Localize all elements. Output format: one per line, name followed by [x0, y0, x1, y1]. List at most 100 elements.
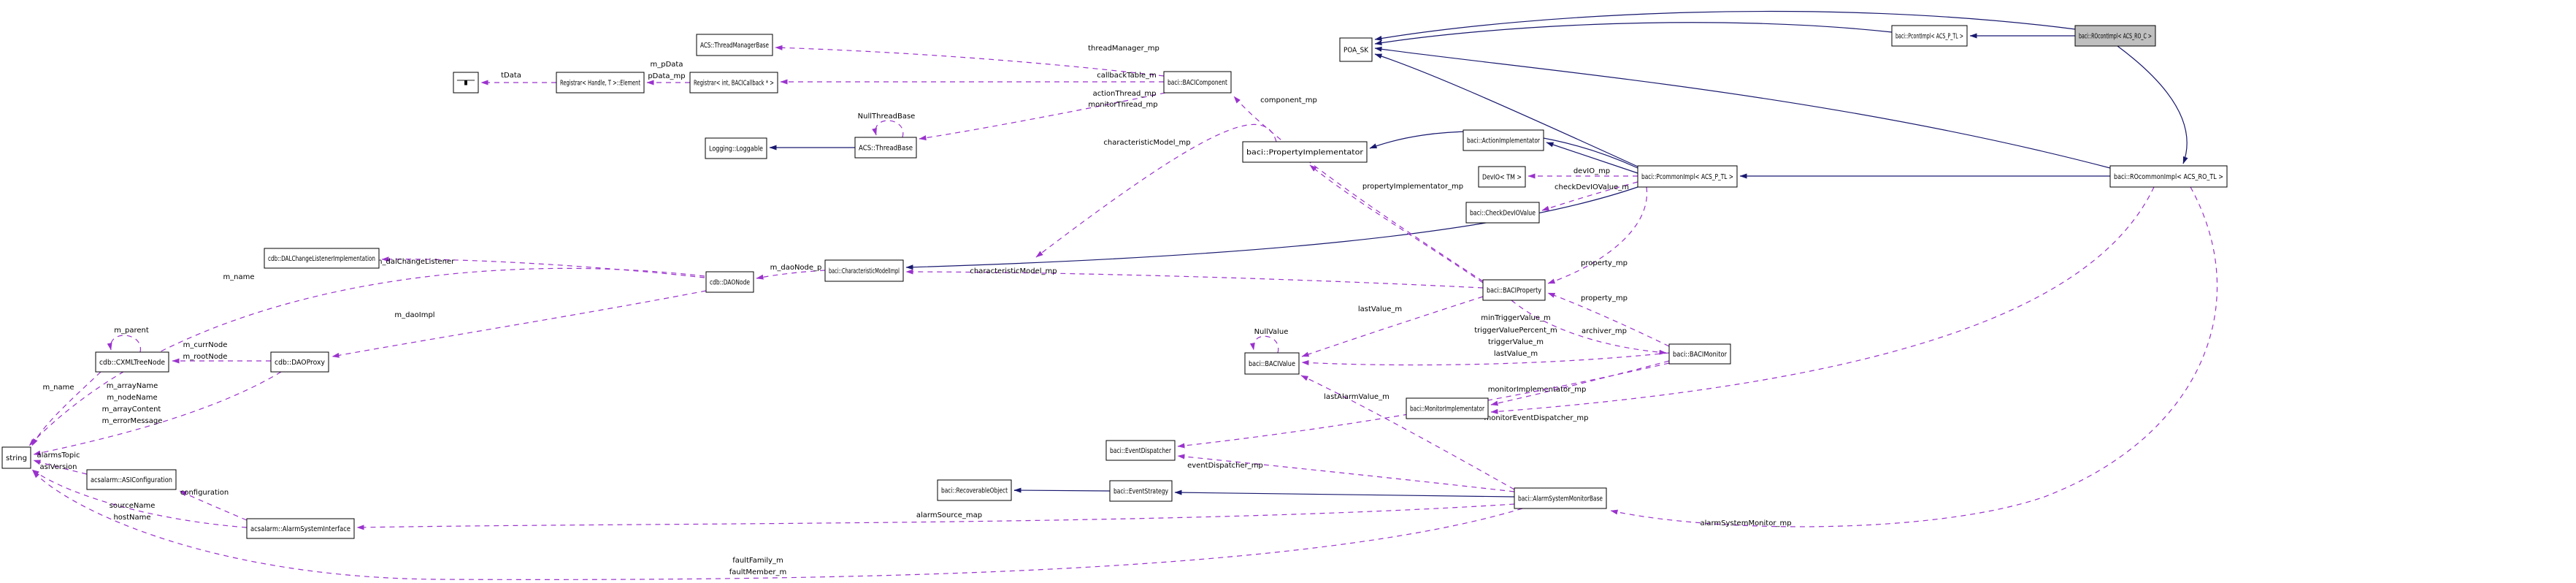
- edge-label: alarmSource_map: [916, 511, 982, 519]
- class-node-baci-bacicomponent[interactable]: baci::BACIComponent: [1163, 71, 1232, 94]
- class-node-box[interactable]: [1478, 166, 1526, 188]
- class-node-baci-checkdeviovalue[interactable]: baci::CheckDevIOValue: [1465, 202, 1540, 224]
- class-node-box[interactable]: [2074, 25, 2156, 47]
- class-node-box[interactable]: [1891, 25, 1968, 47]
- class-node-cdb-dalchangelistenerimplementation[interactable]: cdb::DALChangeListenerImplementation: [264, 248, 380, 269]
- class-node-box[interactable]: [1668, 343, 1731, 365]
- edge-label: threadManager_mp: [1088, 45, 1159, 53]
- inheritance-arrow: [1374, 53, 1638, 167]
- class-node-box[interactable]: [95, 351, 169, 373]
- edge-baci-rocommonimpl-to-poa-sk: [1374, 46, 2111, 169]
- class-node-cdb-cxmltreenode[interactable]: cdb::CXMLTreeNode: [95, 351, 169, 373]
- class-node-label: baci::EventStrategy: [1113, 488, 1168, 496]
- class-node-baci-actionimplementator[interactable]: baci::ActionImplementator: [1463, 129, 1544, 151]
- class-node-baci-eventstrategy[interactable]: baci::EventStrategy: [1109, 480, 1173, 502]
- edge-baci-alarmsystemmonitorbase-to-baci-bacivalue: lastAlarmValue_m: [1300, 375, 1515, 490]
- class-node-label: acsalarm::ASIConfiguration: [91, 476, 172, 484]
- class-node-baci-eventdispatcher[interactable]: baci::EventDispatcher: [1105, 440, 1176, 461]
- edge-baci-rocommonimpl-to-baci-alarmsystemmonitorbase: alarmSystemMonitor_mp: [1610, 186, 2218, 527]
- class-node-cdb-daoproxy[interactable]: cdb::DAOProxy: [270, 351, 329, 373]
- class-node-baci-pcontimpl[interactable]: baci::PcontImpl< ACS_P_TL >: [1891, 25, 1968, 47]
- class-node-box[interactable]: [270, 351, 329, 373]
- usage-arrow: [1301, 352, 1670, 366]
- class-node-logging-loggable[interactable]: Logging::Loggable: [705, 137, 767, 159]
- class-node-box[interactable]: [1514, 487, 1607, 509]
- class-node-label: baci::EventDispatcher: [1110, 447, 1172, 455]
- class-node-box[interactable]: [1406, 397, 1489, 419]
- edge-label: faultMember_m: [729, 568, 787, 576]
- class-node-box[interactable]: [937, 479, 1012, 501]
- class-node-label: baci::BACIMonitor: [1673, 351, 1728, 359]
- class-node-box[interactable]: [2109, 165, 2228, 188]
- class-node-baci-pcommonimpl[interactable]: baci::PcommonImpl< ACS_P_TL >: [1637, 165, 1738, 188]
- edge-label: monitorEventDispatcher_mp: [1484, 414, 1588, 422]
- class-node-box[interactable]: [1, 446, 31, 469]
- class-node-baci-recoverableobject[interactable]: baci::RecoverableObject: [937, 479, 1012, 501]
- class-node-box[interactable]: [1244, 352, 1300, 375]
- inheritance-arrow: [1174, 489, 1515, 498]
- edge-baci-bacicomponent-to-acs-thread-manager-base: threadManager_mp: [775, 45, 1165, 77]
- class-node-box[interactable]: [86, 469, 177, 490]
- edge-baci-alarmsystemmonitorbase-to-baci-eventstrategy: [1174, 489, 1515, 498]
- class-node-acsalarm-alarmsysteminterface[interactable]: acsalarm::AlarmSystemInterface: [246, 518, 355, 539]
- class-node-box[interactable]: [1465, 202, 1540, 224]
- class-node-box[interactable]: [824, 259, 904, 282]
- class-node-baci-characteristicmodelimpl[interactable]: baci::CharacteristicModelImpl: [824, 259, 904, 282]
- class-node-box[interactable]: [696, 34, 773, 56]
- class-node-baci-bacimonitor[interactable]: baci::BACIMonitor: [1668, 343, 1731, 365]
- class-node-cdb-daonode[interactable]: cdb::DAONode: [705, 271, 754, 293]
- class-node-box[interactable]: [1463, 129, 1544, 151]
- class-node-box[interactable]: [1163, 71, 1232, 94]
- class-node-box[interactable]: [1242, 141, 1368, 163]
- class-node-baci-bacivalue[interactable]: baci::BACIValue: [1244, 352, 1300, 375]
- edge-label: triggerValuePercent_m: [1474, 327, 1557, 335]
- class-node-label: DevIO< TM >: [1482, 174, 1522, 182]
- class-node-t[interactable]: T: [453, 72, 479, 94]
- class-node-baci-monitorimplementator[interactable]: baci::MonitorImplementator: [1406, 397, 1489, 419]
- class-node-box[interactable]: [1637, 165, 1738, 188]
- class-node-acs-threadbase[interactable]: ACS::ThreadBase: [854, 137, 917, 159]
- class-node-box[interactable]: [705, 137, 767, 159]
- class-node-box[interactable]: [264, 248, 380, 269]
- edge-baci-pcontimpl-to-poa-sk: [1374, 22, 1893, 45]
- class-node-string[interactable]: string: [1, 446, 31, 469]
- edge-baci-propertyimplementator-to-baci-characteristicmodelimpl: characteristicModel_mp: [1035, 123, 1277, 258]
- class-node-registrar-element[interactable]: Registrar< Handle, T >::Element: [556, 72, 645, 94]
- class-node-devio-tm[interactable]: DevIO< TM >: [1478, 166, 1526, 188]
- usage-arrow: [1610, 186, 2218, 527]
- class-node-acs-thread-manager-base[interactable]: ACS::ThreadManagerBase: [696, 34, 773, 56]
- class-node-box[interactable]: [453, 72, 479, 94]
- class-node-box[interactable]: [1339, 37, 1373, 62]
- class-node-label: T: [454, 80, 477, 88]
- class-node-box[interactable]: [246, 518, 355, 539]
- class-node-box[interactable]: [1105, 440, 1176, 461]
- edge-baci-eventstrategy-to-baci-recoverableobject: [1013, 487, 1111, 493]
- usage-arrow: [28, 267, 705, 446]
- class-node-label: Logging::Loggable: [709, 145, 763, 153]
- class-node-baci-propertyimplementator[interactable]: baci::PropertyImplementator: [1242, 141, 1368, 163]
- class-node-label: string: [6, 454, 27, 462]
- edge-label: faultFamily_m: [732, 557, 783, 565]
- class-node-box[interactable]: [1109, 480, 1173, 502]
- class-node-box[interactable]: [689, 72, 778, 94]
- class-node-label: baci::BACIProperty: [1487, 287, 1541, 295]
- edge-label: archiver_mp: [1582, 327, 1627, 335]
- class-node-baci-alarmsystemmonitorbase[interactable]: baci::AlarmSystemMonitorBase: [1514, 487, 1607, 509]
- class-node-box[interactable]: [705, 271, 754, 293]
- usage-arrow: [1035, 123, 1277, 258]
- class-node-baci-baciproperty[interactable]: baci::BACIProperty: [1482, 279, 1546, 301]
- class-node-box[interactable]: [1482, 279, 1546, 301]
- edge-label: m_name: [223, 273, 254, 281]
- class-node-registrar-int-bacicallback[interactable]: Registrar< int, BACICallback * >: [689, 72, 778, 94]
- class-node-box[interactable]: [854, 137, 917, 159]
- class-node-baci-rocommonimpl[interactable]: baci::ROcommonImpl< ACS_RO_TL >: [2109, 165, 2228, 188]
- class-node-acsalarm-asiconfiguration[interactable]: acsalarm::ASIConfiguration: [86, 469, 177, 490]
- class-node-box[interactable]: [556, 72, 645, 94]
- class-node-poa-sk[interactable]: POA_SK: [1339, 37, 1373, 62]
- inheritance-arrow: [1374, 10, 2076, 41]
- edge-baci-pcommonimpl-to-baci-baciproperty: property_mp: [1547, 186, 1648, 284]
- class-node-baci-rocontimpl[interactable]: baci::ROcontImpl< ACS_RO_C >: [2074, 25, 2156, 47]
